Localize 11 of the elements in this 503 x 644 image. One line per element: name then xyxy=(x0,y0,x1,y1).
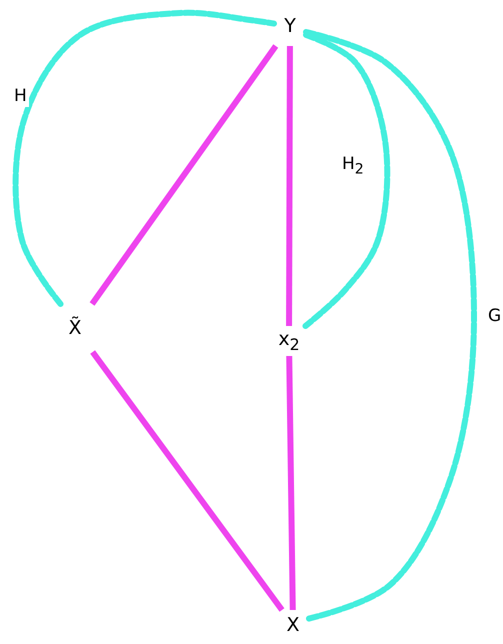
line xyxy=(90,350,284,612)
vertex-label: x$_{2}$ xyxy=(278,330,300,352)
dashed-curve xyxy=(302,32,390,329)
line xyxy=(90,44,278,306)
vertex-label: X̃ xyxy=(68,318,82,338)
line xyxy=(286,356,296,610)
vertex-label: X xyxy=(286,616,300,634)
dashed-curve xyxy=(12,10,277,307)
vertex-label: Y xyxy=(284,16,296,36)
dashed-curve xyxy=(303,29,477,622)
line xyxy=(286,46,293,326)
